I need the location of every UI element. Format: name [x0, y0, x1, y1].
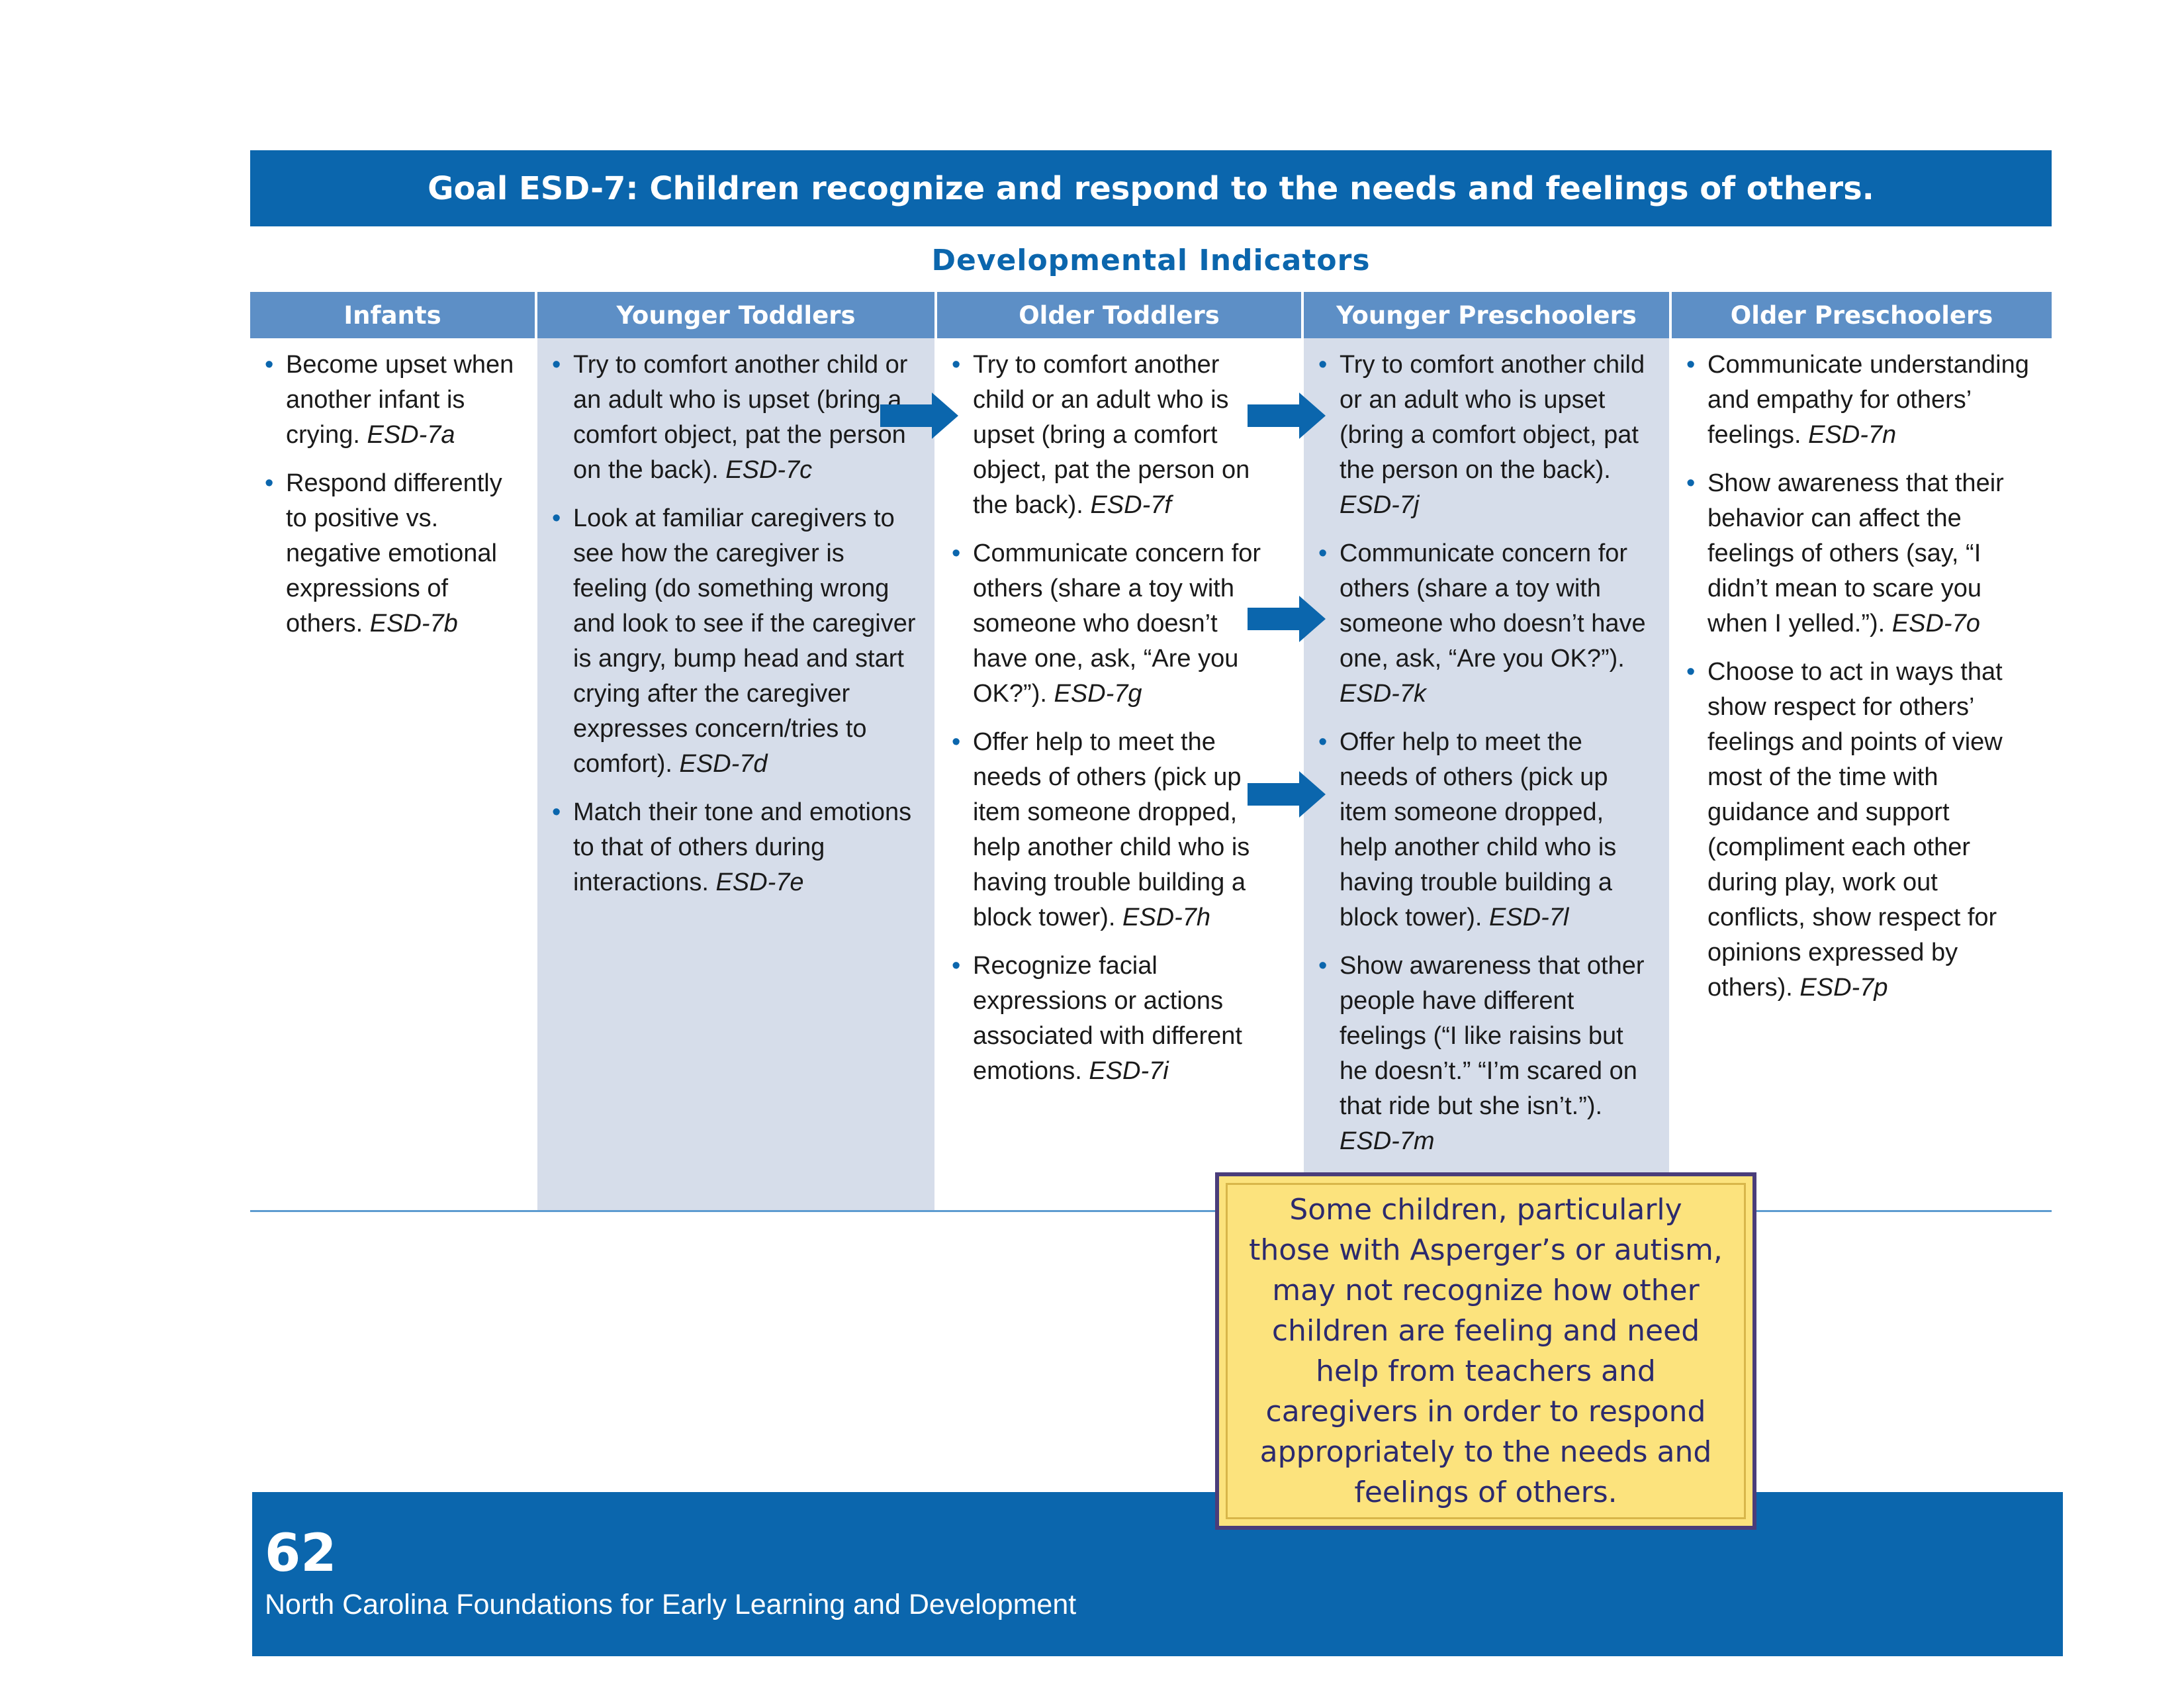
column-header-younger-preschoolers: Younger Preschoolers [1304, 292, 1669, 338]
bullet-icon: • [1318, 952, 1328, 980]
right-arrow-icon [1248, 393, 1326, 439]
indicator-item: • Communicate understanding and empathy f… [1686, 348, 2038, 453]
column-younger-toddlers: • Try to comfort another child or an adul… [537, 338, 934, 1211]
indicator-text: Recognize facial expressions or actions … [973, 952, 1242, 1085]
indicator-code: ESD-7j [1340, 491, 1420, 519]
indicator-item: • Respond differently to positive vs. neg… [265, 466, 528, 641]
bullet-icon: • [1686, 658, 1696, 686]
note-callout: Some children, particularly those with A… [1215, 1172, 1756, 1530]
indicator-code: ESD-7a [367, 421, 455, 449]
note-text: Some children, particularly those with A… [1226, 1183, 1746, 1519]
indicator-item: • Communicate concern for others (share a… [952, 536, 1271, 712]
indicator-item: • Offer help to meet the needs of others … [952, 725, 1271, 935]
indicator-text: Respond differently to positive vs. nega… [286, 469, 502, 637]
indicator-item: • Show awareness that their behavior can … [1686, 466, 2038, 641]
bullet-icon: • [552, 504, 561, 532]
right-arrow-icon [880, 393, 958, 439]
indicator-code: ESD-7e [715, 868, 804, 896]
indicator-item: • Show awareness that other people have d… [1318, 949, 1656, 1159]
column-older-preschoolers: • Communicate understanding and empathy f… [1672, 338, 2052, 1211]
indicator-code: ESD-7n [1808, 421, 1897, 449]
bullet-icon: • [265, 469, 274, 497]
publication-title: North Carolina Foundations for Early Lea… [265, 1589, 1077, 1620]
bullet-icon: • [1686, 351, 1696, 379]
indicator-list: • Communicate understanding and empathy f… [1686, 348, 2038, 1006]
indicator-code: ESD-7c [725, 456, 813, 484]
column-header-younger-toddlers: Younger Toddlers [537, 292, 934, 338]
indicator-item: • Try to comfort another child or an adul… [1318, 348, 1656, 523]
bullet-icon: • [1686, 469, 1696, 497]
indicator-code: ESD-7h [1122, 904, 1211, 931]
indicator-item: • Become upset when another infant is cry… [265, 348, 528, 453]
column-header-older-preschoolers: Older Preschoolers [1672, 292, 2052, 338]
indicator-item: • Try to comfort another child or an adul… [552, 348, 923, 488]
bullet-icon: • [265, 351, 274, 379]
goal-title: Goal ESD-7: Children recognize and respo… [428, 169, 1874, 207]
right-arrow-icon [1248, 771, 1326, 818]
column-younger-preschoolers: • Try to comfort another child or an adul… [1304, 338, 1669, 1172]
column-header-older-toddlers: Older Toddlers [937, 292, 1301, 338]
indicator-text: Become upset when another infant is cryi… [286, 351, 514, 449]
indicator-item: • Try to comfort another child or an adul… [952, 348, 1271, 523]
indicator-item: • Recognize facial expressions or actions… [952, 949, 1271, 1089]
indicator-code: ESD-7p [1799, 974, 1888, 1002]
indicator-code: ESD-7k [1340, 680, 1426, 708]
indicator-item: • Communicate concern for others (share a… [1318, 536, 1656, 712]
indicator-text: Offer help to meet the needs of others (… [973, 728, 1250, 931]
indicator-text: Communicate understanding and empathy fo… [1707, 351, 2029, 449]
indicator-text: Show awareness that other people have di… [1340, 952, 1645, 1120]
column-older-toddlers: • Try to comfort another child or an adul… [937, 338, 1301, 1211]
indicator-code: ESD-7f [1090, 491, 1171, 519]
indicator-text: Try to comfort another child or an adult… [573, 351, 908, 484]
indicator-text: Offer help to meet the needs of others (… [1340, 728, 1617, 931]
indicator-code: ESD-7o [1891, 610, 1980, 637]
indicator-text: Try to comfort another child or an adult… [1340, 351, 1645, 484]
table-bottom-rule [250, 1210, 2052, 1212]
bullet-icon: • [952, 539, 961, 567]
indicator-list: • Try to comfort another child or an adul… [1318, 348, 1656, 1159]
column-header-infants: Infants [250, 292, 535, 338]
bullet-icon: • [1318, 539, 1328, 567]
indicator-text: Look at familiar caregivers to see how t… [573, 504, 916, 778]
indicator-text: Match their tone and emotions to that of… [573, 798, 912, 896]
indicator-text: Communicate concern for others (share a … [973, 539, 1261, 708]
indicator-text: Show awareness that their behavior can a… [1707, 469, 2004, 637]
section-title: Developmental Indicators [931, 244, 1371, 277]
indicator-item: • Choose to act in ways that show respect… [1686, 655, 2038, 1006]
bullet-icon: • [952, 728, 961, 756]
indicator-item: • Look at familiar caregivers to see how … [552, 501, 923, 782]
indicator-text: Choose to act in ways that show respect … [1707, 658, 2003, 1002]
bullet-icon: • [552, 798, 561, 826]
bullet-icon: • [952, 952, 961, 980]
indicator-item: • Match their tone and emotions to that o… [552, 795, 923, 900]
page-number: 62 [265, 1524, 337, 1583]
column-infants: • Become upset when another infant is cry… [250, 338, 535, 1211]
indicator-list: • Try to comfort another child or an adul… [952, 348, 1271, 1089]
bullet-icon: • [1318, 351, 1328, 379]
indicator-code: ESD-7g [1054, 680, 1142, 708]
indicator-list: • Try to comfort another child or an adul… [552, 348, 923, 900]
indicator-code: ESD-7b [369, 610, 458, 637]
footer-bar [252, 1492, 2063, 1656]
indicator-text: Communicate concern for others (share a … [1340, 539, 1646, 673]
bullet-icon: • [552, 351, 561, 379]
indicator-code: ESD-7i [1089, 1057, 1169, 1085]
indicator-code: ESD-7l [1488, 904, 1569, 931]
bullet-icon: • [952, 351, 961, 379]
right-arrow-icon [1248, 596, 1326, 642]
indicator-item: • Offer help to meet the needs of others … [1318, 725, 1656, 935]
indicator-text: Try to comfort another child or an adult… [973, 351, 1250, 519]
bullet-icon: • [1318, 728, 1328, 756]
indicator-list: • Become upset when another infant is cry… [265, 348, 528, 641]
indicator-code: ESD-7d [679, 750, 768, 778]
goal-banner: Goal ESD-7: Children recognize and respo… [250, 150, 2052, 226]
indicator-code: ESD-7m [1340, 1127, 1435, 1155]
